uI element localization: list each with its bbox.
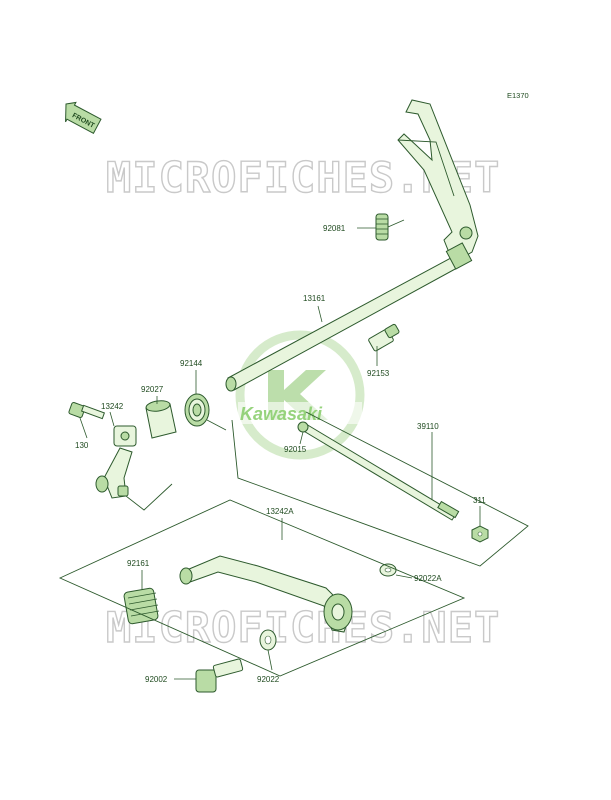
part-label-13161: 13161	[303, 294, 326, 303]
part-label-92144: 92144	[180, 359, 203, 368]
bolt-92002-icon	[195, 658, 244, 693]
part-label-311: 311	[473, 496, 486, 505]
bolt-130-icon	[68, 402, 106, 420]
leader-lines	[79, 227, 481, 680]
part-label-92002: 92002	[145, 675, 168, 684]
pin-92153-icon	[368, 323, 400, 352]
part-label-92161: 92161	[127, 559, 150, 568]
nut-311-icon	[471, 525, 489, 543]
lever-guide-line	[125, 483, 173, 511]
part-label-92015: 92015	[284, 445, 307, 454]
part-label-92153: 92153	[367, 369, 390, 378]
shift-pedal-13242a	[179, 555, 353, 633]
diagram-code: E1370	[507, 91, 529, 100]
washer-92022-icon	[259, 629, 277, 651]
rubber-92161-icon	[123, 587, 160, 625]
part-label-92022a: 92022A	[414, 574, 442, 583]
part-label-39110: 39110	[417, 422, 439, 431]
tie-rod-39110	[297, 421, 460, 521]
collar-92027-icon	[145, 400, 177, 439]
part-label-13242: 13242	[101, 402, 124, 411]
spring-92081-icon	[375, 213, 405, 241]
assembly-frame-upper	[231, 411, 529, 567]
part-label-13242a: 13242A	[266, 507, 294, 516]
assembly-frame-lower	[58, 499, 466, 677]
part-label-92081: 92081	[323, 224, 346, 233]
kawasaki-logo-icon: Kawasaki	[235, 330, 365, 460]
brand-logo-text: Kawasaki	[240, 404, 323, 424]
shift-lever-arm	[397, 99, 479, 259]
linkage-lever	[95, 447, 133, 499]
clamp-13242-icon	[113, 425, 137, 447]
washer-92022a-icon	[379, 563, 397, 577]
part-label-130: 130	[75, 441, 89, 450]
return-spring-92144-icon	[184, 393, 227, 431]
part-label-92027: 92027	[141, 385, 164, 394]
watermark-bottom: MICROFICHES.NET	[106, 603, 500, 652]
part-label-92022: 92022	[257, 675, 280, 684]
front-arrow-icon: FRONT	[65, 101, 102, 134]
shift-shaft	[225, 242, 473, 392]
